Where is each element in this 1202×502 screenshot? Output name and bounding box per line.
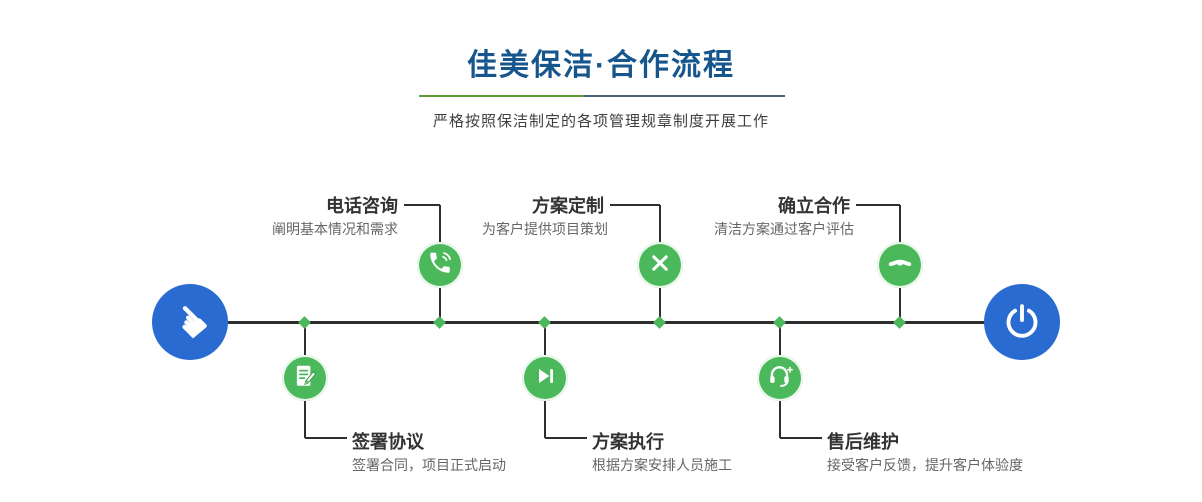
step-title-confirm-cooperation: 确立合作 [778,196,850,216]
timeline-node-diamond [773,316,786,329]
page-subtitle: 严格按照保洁制定的各项管理规章制度开展工作 [432,113,769,130]
step-title-sign-agreement: 签署协议 [352,432,424,452]
timeline-node-diamond [893,316,906,329]
timeline [190,321,1022,324]
connector [780,437,822,439]
underline-blue-segment [583,95,785,97]
step-title-after-sales: 售后维护 [827,432,899,452]
title-underline [419,95,785,97]
flow-start-node: ☚ [152,284,228,360]
phone-icon [427,250,453,281]
step-desc-after-sales: 接受客户反馈，提升客户体验度 [827,457,1023,473]
design-tools-icon [647,250,673,281]
connector [610,204,660,206]
power-icon [1004,302,1040,343]
contract-icon [292,363,318,394]
step-node-plan-execution [522,355,568,401]
timeline-node-diamond [538,316,551,329]
step-title-plan-execution: 方案执行 [592,432,664,452]
timeline-node-diamond [298,316,311,329]
step-title-plan-design: 方案定制 [532,196,604,216]
flow-end-node [984,284,1060,360]
step-desc-phone-consult: 阐明基本情况和需求 [272,221,398,237]
connector [305,437,347,439]
step-node-phone-consult [417,242,463,288]
step-desc-sign-agreement: 签署合同，项目正式启动 [352,457,506,473]
step-desc-plan-execution: 根据方案安排人员施工 [592,457,732,473]
connector [404,204,440,206]
step-title-phone-consult: 电话咨询 [326,196,398,216]
play-icon [532,363,558,394]
step-node-sign-agreement [282,355,328,401]
underline-green-segment [419,95,584,97]
connector [856,204,900,206]
handshake-icon [887,250,913,281]
headset-icon [767,363,793,394]
connector [545,437,587,439]
timeline-node-diamond [653,316,666,329]
step-node-after-sales [757,355,803,401]
step-node-confirm-cooperation [877,242,923,288]
step-desc-plan-design: 为客户提供项目策划 [482,221,608,237]
pointing-hand-icon: ☚ [159,291,221,353]
timeline-node-diamond [433,316,446,329]
step-desc-confirm-cooperation: 清洁方案通过客户评估 [714,221,854,237]
page-title: 佳美保洁·合作流程 [467,49,735,82]
step-node-plan-design [637,242,683,288]
